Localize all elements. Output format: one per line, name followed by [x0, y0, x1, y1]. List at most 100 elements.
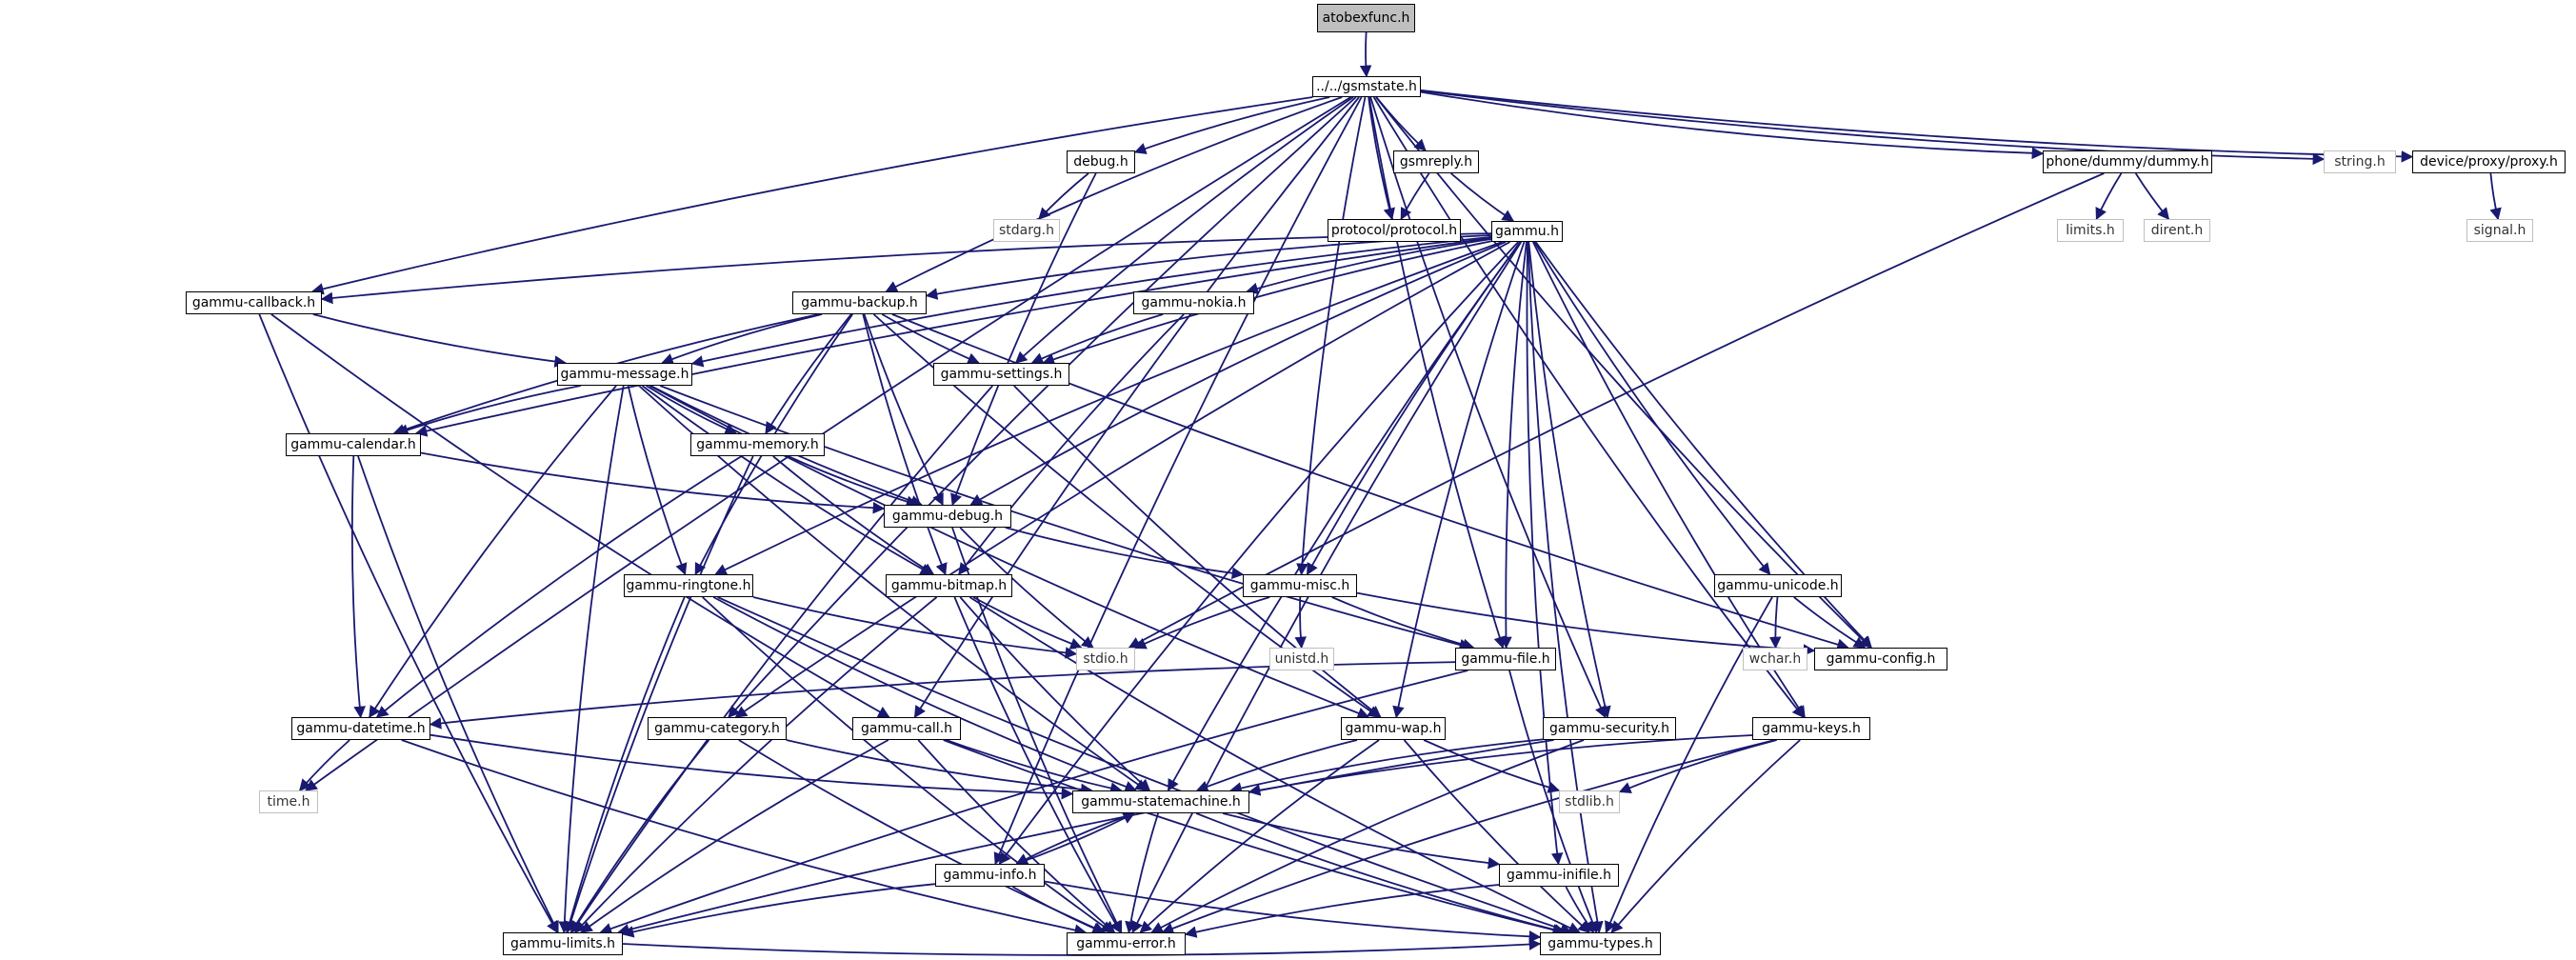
- edge-misc-to-unistd: [1294, 596, 1307, 650]
- edge-message-to-calendar: [396, 385, 581, 436]
- node-proxy[interactable]: device/proxy/proxy.h: [2412, 150, 2566, 173]
- edge-datetime-to-statemachine: [429, 733, 1074, 800]
- edge-callback-to-call: [270, 313, 890, 718]
- edge-callback-to-message: [312, 313, 567, 368]
- edge-unicode-to-config: [1793, 596, 1867, 649]
- node-debug[interactable]: debug.h: [1067, 150, 1135, 173]
- edge-message-to-gfile: [659, 385, 1472, 651]
- node-dummy[interactable]: phone/dummy/dummy.h: [2043, 150, 2212, 173]
- edge-calendar-to-gdebug: [420, 451, 886, 514]
- edge-gsmstate-to-config: [1375, 96, 1872, 649]
- edge-gammu-to-gdebug: [969, 241, 1507, 506]
- edge-statemachine-to-error: [1125, 812, 1159, 934]
- edge-dummy-to-dirent: [2134, 172, 2170, 220]
- node-bitmap[interactable]: gammu-bitmap.h: [886, 574, 1012, 597]
- edge-gsmstate-to-security: [1369, 96, 1607, 719]
- edge-dummy-to-limits: [2095, 172, 2123, 221]
- edge-gsmreply-to-gammu: [1450, 172, 1515, 222]
- edge-gsmstate-to-keys: [1372, 96, 1805, 718]
- node-gsmstate[interactable]: ../../gsmstate.h: [1312, 76, 1421, 97]
- edge-security-to-statemachine: [1229, 738, 1544, 794]
- node-datetime[interactable]: gammu-datetime.h: [291, 717, 430, 740]
- node-category[interactable]: gammu-category.h: [648, 717, 787, 740]
- edge-backup-to-bitmap: [862, 313, 948, 576]
- edge-datetime-to-error: [401, 739, 1088, 936]
- edge-gammu-to-callback: [320, 232, 1492, 305]
- node-settings[interactable]: gammu-settings.h: [933, 363, 1069, 386]
- edge-gammu-to-nokia: [1246, 238, 1492, 294]
- edge-category-to-glimits: [569, 739, 710, 934]
- edge-misc-to-gfile: [1331, 596, 1475, 650]
- edge-gammu-to-message: [690, 236, 1492, 368]
- node-stdio: stdio.h: [1076, 648, 1135, 670]
- node-info[interactable]: gammu-info.h: [935, 864, 1045, 887]
- edge-datetime-to-timeh: [298, 739, 350, 791]
- node-calendar[interactable]: gammu-calendar.h: [286, 433, 421, 456]
- node-wchar: wchar.h: [1743, 648, 1807, 670]
- node-gsmreply[interactable]: gsmreply.h: [1393, 150, 1479, 173]
- node-backup[interactable]: gammu-backup.h: [792, 291, 927, 314]
- edge-gsmstate-to-proxy: [1420, 89, 2414, 163]
- node-call[interactable]: gammu-call.h: [852, 717, 961, 740]
- node-timeh: time.h: [259, 790, 318, 813]
- edge-root-to-gsmstate: [1359, 31, 1372, 78]
- node-unistd: unistd.h: [1269, 648, 1334, 670]
- edge-callback-to-glimits: [258, 313, 558, 934]
- edge-security-to-error: [1150, 739, 1585, 933]
- edge-gsmstate-to-settings: [1014, 96, 1354, 364]
- node-message[interactable]: gammu-message.h: [557, 363, 692, 386]
- node-ringtone[interactable]: gammu-ringtone.h: [624, 574, 753, 597]
- node-security[interactable]: gammu-security.h: [1543, 717, 1676, 740]
- edge-message-to-memory: [646, 385, 738, 435]
- node-inifile[interactable]: gammu-inifile.h: [1499, 864, 1619, 887]
- edge-call-to-statemachine: [946, 739, 1123, 794]
- edge-wap-to-types: [1403, 739, 1590, 933]
- node-stdlib: stdlib.h: [1559, 790, 1620, 813]
- node-protocol[interactable]: protocol/protocol.h: [1328, 219, 1461, 242]
- node-stringh: string.h: [2324, 150, 2396, 173]
- edge-backup-to-message: [661, 313, 823, 365]
- edge-memory-to-bitmap: [772, 455, 935, 575]
- node-wap[interactable]: gammu-wap.h: [1341, 717, 1446, 740]
- edge-ringtone-to-statemachine: [712, 596, 1137, 792]
- edge-backup-to-settings: [881, 313, 980, 365]
- node-nokia[interactable]: gammu-nokia.h: [1133, 291, 1254, 314]
- edge-settings-to-wap: [1013, 385, 1382, 718]
- edge-keys-to-statemachine: [1248, 734, 1753, 796]
- edge-gfile-to-types: [1508, 670, 1599, 934]
- edge-info-to-types: [1044, 880, 1542, 943]
- node-gammu[interactable]: gammu.h: [1491, 221, 1563, 242]
- edge-memory-to-gdebug: [788, 455, 919, 508]
- node-signal: signal.h: [2466, 219, 2533, 242]
- edge-message-to-bitmap: [641, 385, 933, 575]
- edge-wap-to-error: [1139, 739, 1380, 933]
- edge-debug-to-stdarg: [1038, 172, 1089, 220]
- node-callback[interactable]: gammu-callback.h: [186, 291, 322, 314]
- node-glimits[interactable]: gammu-limits.h: [503, 932, 623, 955]
- node-gfile[interactable]: gammu-file.h: [1455, 648, 1556, 670]
- edge-message-to-glimits: [558, 385, 625, 934]
- edge-bitmap-to-stdio: [972, 596, 1083, 650]
- node-gdebug[interactable]: gammu-debug.h: [884, 505, 1011, 528]
- edge-gammu-to-statemachine: [1167, 241, 1522, 792]
- node-statemachine[interactable]: gammu-statemachine.h: [1072, 790, 1249, 813]
- edge-inifile-to-error: [1184, 884, 1500, 938]
- edge-proxy-to-signal: [2489, 172, 2502, 221]
- node-misc[interactable]: gammu-misc.h: [1243, 574, 1357, 597]
- node-keys[interactable]: gammu-keys.h: [1752, 717, 1870, 740]
- edge-keys-to-types: [1610, 739, 1801, 933]
- node-types[interactable]: gammu-types.h: [1540, 932, 1661, 955]
- edge-keys-to-error: [1161, 739, 1776, 934]
- node-stdarg: stdarg.h: [993, 219, 1060, 242]
- edge-unicode-to-wchar: [1768, 596, 1782, 650]
- edge-gsmstate-to-stringh: [1420, 90, 2326, 166]
- node-config[interactable]: gammu-config.h: [1814, 648, 1947, 670]
- node-error[interactable]: gammu-error.h: [1067, 932, 1186, 955]
- edge-gsmstate-to-callback: [311, 96, 1313, 295]
- edge-gammu-to-unicode: [1533, 241, 1771, 575]
- node-memory[interactable]: gammu-memory.h: [690, 433, 825, 456]
- edge-gammu-to-wap: [1392, 241, 1526, 719]
- node-unicode[interactable]: gammu-unicode.h: [1714, 574, 1842, 597]
- edge-statemachine-to-inifile: [1222, 812, 1501, 870]
- edge-category-to-statemachine: [786, 739, 1093, 796]
